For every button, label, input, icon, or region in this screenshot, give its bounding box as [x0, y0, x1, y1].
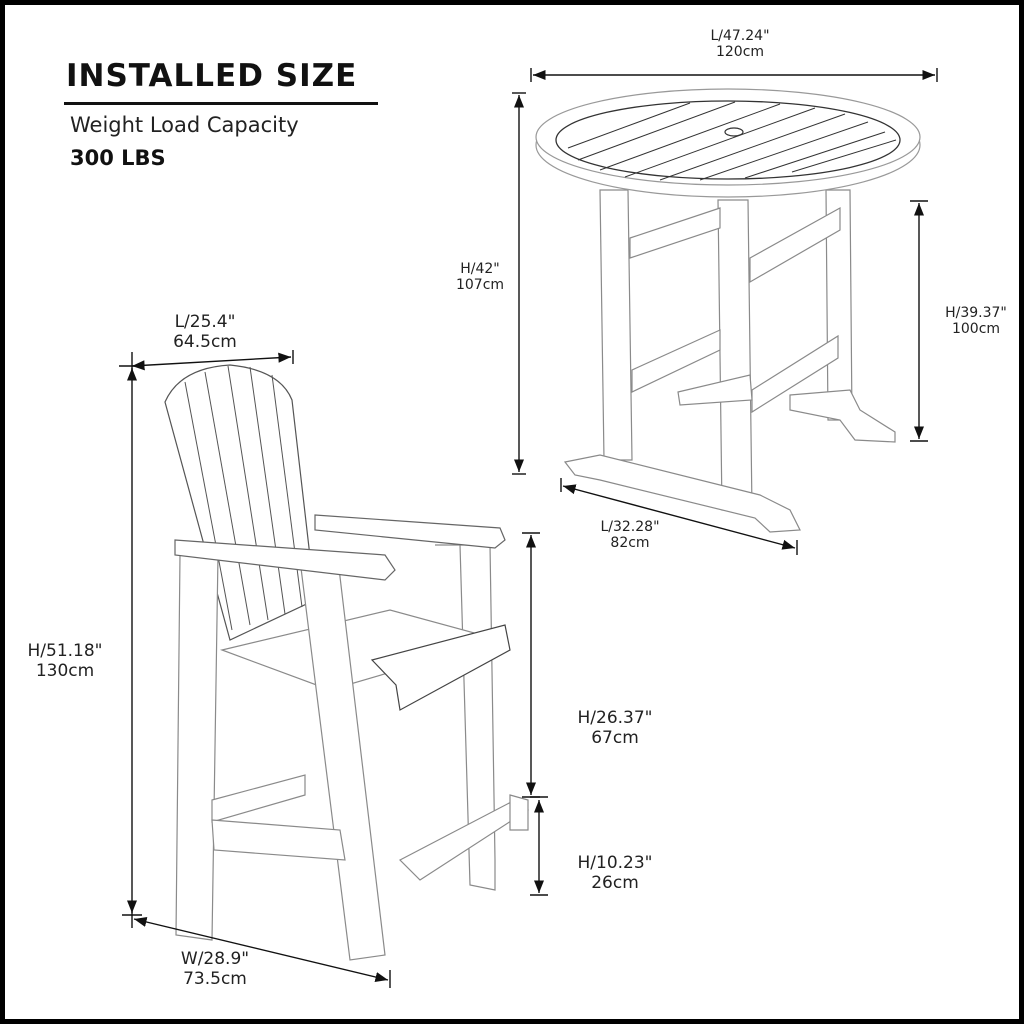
page-title: INSTALLED SIZE — [66, 58, 358, 94]
chair-height-label: H/51.18" 130cm — [10, 641, 120, 681]
weight-capacity-label: Weight Load Capacity — [70, 113, 299, 137]
table-length-imperial: L/47.24" — [710, 28, 770, 44]
chair-length-metric: 64.5cm — [173, 332, 237, 352]
footrest-height-imperial: H/10.23" — [577, 853, 653, 873]
table-depth-label: L/32.28" 82cm — [585, 519, 675, 551]
table-base-height-metric: 100cm — [951, 321, 1001, 337]
table-base-height-label: H/39.37" 100cm — [930, 305, 1022, 337]
table-length-metric: 120cm — [715, 44, 765, 60]
table-height-imperial: H/42" — [460, 261, 500, 277]
table-height-metric: 107cm — [455, 277, 505, 293]
chair-length-label: L/25.4" 64.5cm — [150, 312, 260, 352]
chair-height-metric: 130cm — [35, 661, 95, 681]
table-base-height-imperial: H/39.37" — [945, 305, 1007, 321]
chair-width-metric: 73.5cm — [183, 969, 247, 989]
table-height-label: H/42" 107cm — [440, 261, 520, 293]
footrest-height-label: H/10.23" 26cm — [555, 853, 675, 893]
seat-height-metric: 67cm — [591, 728, 639, 748]
title-underline — [64, 102, 378, 105]
chair-height-imperial: H/51.18" — [27, 641, 103, 661]
chair-length-imperial: L/25.4" — [174, 312, 236, 332]
chair-drawing — [164, 364, 530, 961]
seat-height-label: H/26.37" 67cm — [555, 708, 675, 748]
footrest-height-metric: 26cm — [591, 873, 639, 893]
table-depth-metric: 82cm — [610, 535, 650, 551]
table-length-label: L/47.24" 120cm — [690, 28, 790, 60]
chair-width-imperial: W/28.9" — [180, 949, 250, 969]
table-depth-imperial: L/32.28" — [600, 519, 660, 535]
weight-capacity-value: 300 LBS — [70, 146, 166, 170]
seat-height-imperial: H/26.37" — [577, 708, 653, 728]
chair-width-label: W/28.9" 73.5cm — [160, 949, 270, 989]
table-drawing — [535, 88, 921, 533]
